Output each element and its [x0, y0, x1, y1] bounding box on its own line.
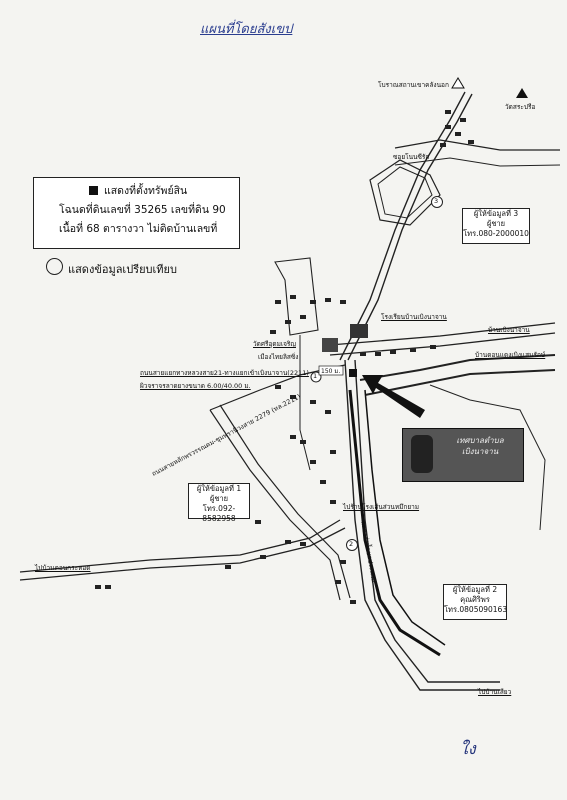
informant-3-name: ผู้ชาย [486, 219, 506, 228]
north-road-b [347, 93, 473, 361]
asset-marker [349, 369, 357, 377]
label-school: โรงเรียนบ้านเบิงนาจาน [381, 313, 447, 321]
river-south-b [364, 389, 446, 646]
north-road [339, 91, 466, 361]
village-road-v [299, 335, 311, 471]
informant-2-name: คุณศิริพร [460, 595, 490, 604]
sign-caption: เทศบาลตำบล เบิงนาจาน [441, 435, 519, 457]
informant-2-marker [346, 539, 358, 551]
river-right-b [364, 369, 556, 396]
label-road-width: ผิวจราจรลาดยางขนาด 6.00/40.00 ม. [140, 382, 251, 390]
informant-1-number: 1 [313, 372, 318, 380]
pointer-arrow [362, 375, 425, 418]
label-village-right2: บ้านดอนแดงเบิงแสนรักษ์ [475, 351, 546, 359]
diag-road-b [219, 404, 351, 599]
legend-box: แสดงที่ตั้งทรัพย์สิน โฉนดที่ดินเลขที่ 35… [33, 177, 240, 249]
informant-3-number: 3 [434, 197, 439, 205]
temple-building [322, 338, 338, 352]
asset-square-icon [89, 186, 98, 195]
village-loop [274, 257, 319, 336]
diag-road [209, 409, 341, 601]
house-cluster [95, 110, 474, 604]
label-market: ไปร้านโรงเส้นส่วนหมึกยาม [343, 503, 420, 511]
legend-comparison-label: แสดงข้อมูลเปรียบเทียบ [68, 263, 177, 276]
loop-road [369, 159, 441, 226]
north-arrow [516, 88, 528, 98]
label-ancient-site: โบราณสถานเขาคลังนอก [378, 81, 449, 89]
informant-1-box: ผู้ให้ข้อมูลที่ 1 ผู้ชาย โทร.092-8582958 [188, 483, 250, 523]
stream-right [429, 384, 546, 531]
road-south [344, 359, 500, 691]
legend-deed-line: โฉนดที่ดินเลขที่ 35265 เลขที่ดิน 90 [59, 204, 226, 216]
label-distance: 150 ม. [321, 368, 341, 375]
informant-1-name: ผู้ชาย [209, 494, 229, 503]
ancient-site-icon [451, 77, 465, 89]
label-village-right: บ้านเบิงนาจาน [488, 326, 530, 334]
handwritten-title: แผนที่โดยสังเขป [200, 22, 293, 37]
highway-left [19, 519, 341, 573]
label-road-name: ถนนสายแยกทางหลวงสาย21-ทางแยกเข้าเบิงนาจา… [140, 369, 309, 377]
label-left-dir: ไปบ้านดอนกระทอด [35, 564, 91, 572]
river-right [359, 354, 556, 381]
informant-2-title: ผู้ให้ข้อมูลที่ 2 [452, 585, 498, 594]
distance-box [318, 365, 344, 376]
school-building [350, 324, 368, 338]
main-road-right-b [329, 332, 556, 356]
sign-emblem [411, 435, 433, 473]
label-soi: ซอยโนนซีรัก [393, 153, 430, 161]
label-temple-mid: วัดศรีอุดมเจริญ [253, 340, 296, 348]
informant-3-box: ผู้ให้ข้อมูลที่ 3 ผู้ชาย โทร.080-2000010 [462, 208, 530, 244]
main-road-right [329, 322, 556, 346]
loop-road-inner [377, 166, 433, 219]
informant-2-box: ผู้ให้ข้อมูลที่ 2 คุณศิริพร โทร.08050901… [443, 584, 507, 620]
informant-1-title: ผู้ให้ข้อมูลที่ 1 [196, 484, 242, 493]
informant-3-phone: โทร.080-2000010 [463, 229, 529, 238]
sign-caption-1: เทศบาลตำบล [456, 436, 504, 445]
informant-3-title: ผู้ให้ข้อมูลที่ 3 [473, 209, 519, 218]
informant-2-phone: โทร.0805090163 [444, 605, 508, 614]
informant-1-marker [310, 371, 322, 383]
sign-caption-2: เบิงนาจาน [461, 447, 499, 456]
road-top [394, 157, 561, 167]
informant-2-number: 2 [349, 540, 354, 548]
signature: ใง [460, 739, 476, 758]
river-top [394, 139, 560, 151]
river-south [348, 389, 441, 657]
legend-area-line: เนื้อที่ 68 ตารางวา ไม่ติดบ้านเลขที่ [59, 223, 218, 235]
sign-photo: เทศบาลตำบล เบิงนาจาน [402, 428, 524, 482]
highway-left-b [19, 527, 346, 581]
legend-comparison: แสดงข้อมูลเปรียบเทียบ [46, 258, 177, 278]
label-village-mid: เมืองไทยลิสซิ่ง [258, 353, 299, 361]
legend-asset-label: แสดงที่ตั้งทรัพย์สิน [104, 185, 188, 197]
informant-1-phone: โทร.092-8582958 [202, 504, 236, 523]
label-temple-top: วัดสระปรือ [505, 103, 536, 111]
road-south-b [354, 359, 500, 683]
comparison-circle-icon [46, 258, 63, 275]
label-bottom-right-dir: ไปบ้านเสียว [478, 688, 512, 696]
informant-3-marker [431, 196, 443, 208]
